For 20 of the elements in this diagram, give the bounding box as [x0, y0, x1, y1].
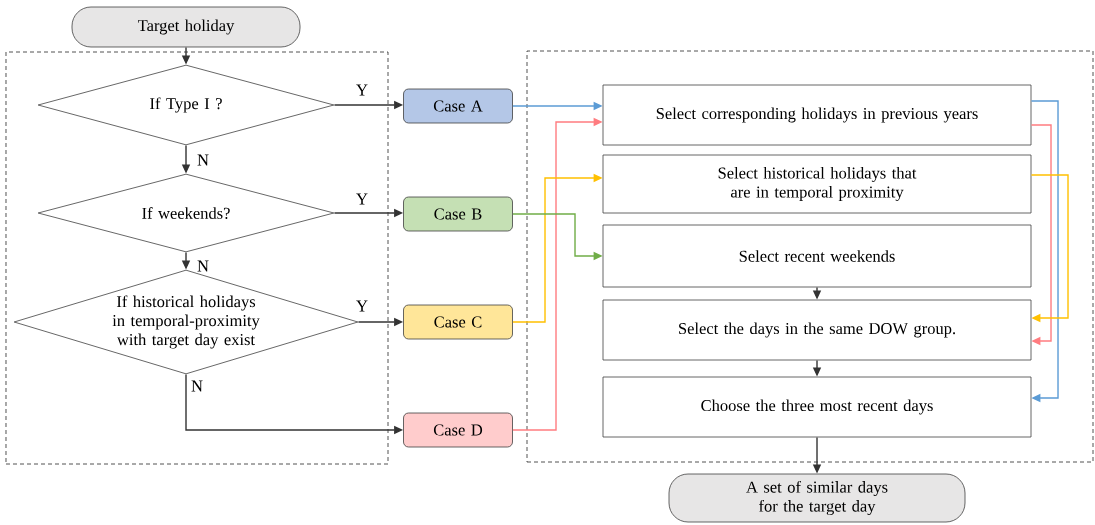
case-box: Case C: [403, 304, 513, 340]
terminal-box: Target holiday: [71, 6, 301, 48]
process-box: Select corresponding holidays in previous years: [602, 84, 1032, 146]
case-box: Case D: [403, 412, 513, 448]
process-box: Choose the three most recent days: [602, 376, 1032, 438]
terminal-box: A set of similar days for the target day: [668, 473, 966, 523]
dashed-frame: [5, 51, 389, 465]
edge-label: Y: [355, 192, 369, 206]
arrow: [1030, 100, 1059, 403]
case-box: Case B: [403, 196, 513, 232]
case-box: Case A: [403, 88, 513, 124]
edge-label: N: [190, 379, 204, 393]
process-box: Select the days in the same DOW group.: [602, 299, 1032, 361]
arrow: [1030, 174, 1069, 323]
edge-label: Y: [355, 83, 369, 97]
process-box: Select historical holidays that are in temporal proximity: [602, 154, 1032, 214]
dashed-frame: [526, 50, 1094, 463]
edge-label: N: [196, 153, 210, 167]
arrow: [1030, 124, 1052, 346]
process-box: Select recent weekends: [602, 224, 1032, 288]
